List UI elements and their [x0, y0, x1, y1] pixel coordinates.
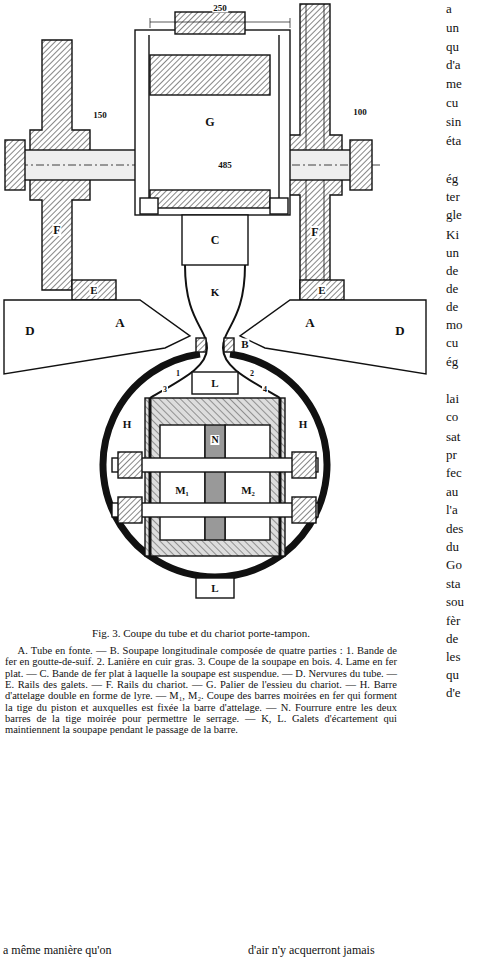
part-label: E — [89, 285, 98, 296]
part-label: 250 — [212, 4, 228, 13]
axle-nut — [350, 140, 372, 190]
body-text-fragment: éta — [446, 134, 461, 147]
spacer-roller — [192, 372, 238, 394]
body-text-fragment: sin — [446, 115, 461, 128]
body-text-fragment: au — [446, 485, 458, 498]
part-label: E — [317, 285, 326, 296]
part-label: B — [240, 339, 249, 350]
axle-nut — [5, 140, 25, 190]
bolt-head — [270, 198, 288, 214]
body-text-fragment: a même manière qu'on — [3, 944, 111, 956]
body-text-fragment: cu — [446, 336, 458, 349]
part-label: N — [210, 435, 219, 445]
body-text-fragment: a — [446, 2, 452, 15]
bearing-block — [150, 55, 270, 95]
body-text-fragment: mo — [446, 318, 463, 331]
part-label: F — [310, 226, 319, 238]
body-text-fragment: de — [446, 632, 458, 645]
body-text-fragment: Ki — [446, 228, 459, 241]
body-text-fragment: ég — [446, 355, 458, 368]
body-text-fragment: fèr — [446, 614, 460, 627]
through-bolt — [112, 503, 318, 517]
part-label: L — [210, 583, 219, 594]
wheel-rail — [300, 280, 344, 300]
part-label: 1 — [175, 370, 181, 378]
body-text-fragment: me — [446, 77, 462, 90]
part-label: L — [210, 378, 219, 389]
body-text-fragment: cu — [446, 96, 458, 109]
body-text-fragment: ég — [446, 172, 458, 185]
through-bolt — [112, 458, 318, 472]
part-label: 485 — [217, 161, 233, 170]
part-label: 2 — [249, 370, 255, 378]
part-label: C — [210, 234, 221, 246]
part-label: G — [204, 116, 215, 128]
hanger-plate — [182, 215, 248, 265]
rod-section — [225, 425, 270, 540]
body-text-fragment: de — [446, 264, 458, 277]
legend-key-text: A. Tube en fonte. — B. Soupape longitudi… — [5, 645, 397, 736]
part-label: F — [52, 224, 61, 236]
body-text-fragment: sat — [446, 430, 460, 443]
tube-wall — [103, 354, 327, 577]
piston-rod-block — [145, 398, 285, 556]
body-text-fragment: fec — [446, 466, 462, 479]
part-label: 4 — [262, 386, 268, 394]
body-text-fragment: les — [446, 650, 460, 663]
wheel-rail — [72, 280, 116, 300]
part-label: D — [394, 324, 405, 337]
part-label: H — [298, 419, 309, 430]
body-text-fragment: ter — [446, 190, 460, 203]
body-text-fragment: d'a — [446, 58, 461, 71]
body-text-fragment: pr — [446, 448, 457, 461]
part-label: A — [304, 316, 315, 329]
body-text-fragment: gle — [446, 208, 462, 221]
body-text-fragment: Go — [446, 558, 462, 571]
part-label: M₂ — [240, 485, 256, 496]
body-text-fragment: un — [446, 21, 459, 34]
valve — [196, 338, 206, 352]
body-text-fragment: sta — [446, 577, 460, 590]
part-label: K — [210, 287, 221, 298]
part-label: A — [114, 316, 125, 329]
body-text-fragment: l'a — [446, 503, 458, 516]
part-label: 3 — [162, 386, 168, 394]
tube — [4, 300, 426, 598]
body-text-fragment: un — [446, 246, 459, 259]
body-text-fragment: d'air n'y acquerront jamais — [248, 944, 375, 956]
packing — [205, 425, 225, 540]
body-text-fragment: du — [446, 540, 459, 553]
part-label: M₁ — [174, 485, 190, 496]
body-text-fragment: qu — [446, 40, 459, 53]
body-text-fragment: qu — [446, 668, 459, 681]
bolt-head — [140, 198, 158, 214]
bearing-cap — [175, 12, 245, 34]
part-label: H — [122, 419, 133, 430]
spacer-roller — [196, 578, 234, 598]
part-label: 150 — [92, 111, 108, 120]
bearing-housing — [135, 30, 290, 215]
body-text-fragment: sou — [446, 595, 464, 608]
part-label: 100 — [352, 108, 368, 117]
body-text-fragment: co — [446, 410, 458, 423]
body-text-fragment: d'e — [446, 686, 461, 699]
body-text-fragment: des — [446, 522, 463, 535]
body-text-fragment: de — [446, 282, 458, 295]
body-text-fragment: de — [446, 300, 458, 313]
figure-caption: Fig. 3. Coupe du tube et du chariot port… — [5, 628, 397, 639]
body-text-fragment: lai — [446, 392, 459, 405]
part-label: D — [24, 324, 35, 337]
rod-section — [160, 425, 205, 540]
